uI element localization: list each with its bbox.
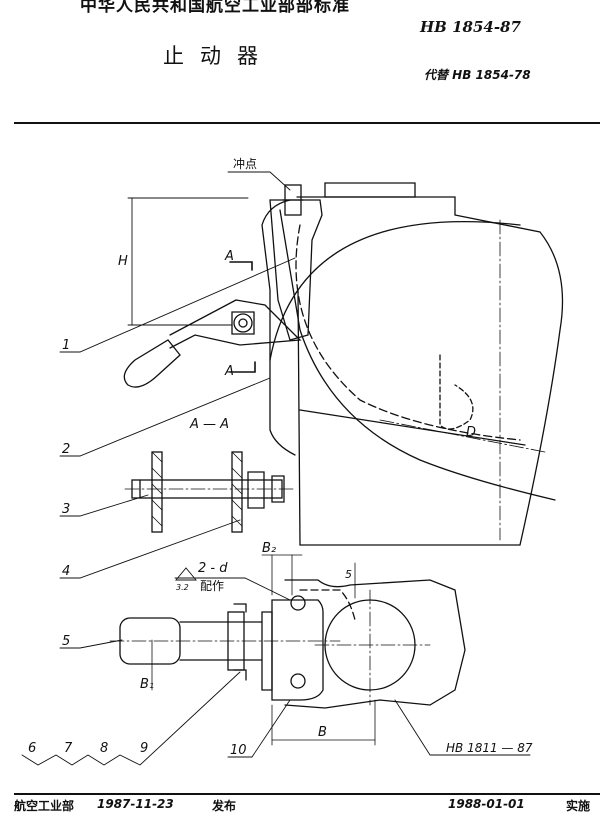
section-plate-left bbox=[151, 451, 163, 533]
dim-b-ext bbox=[271, 699, 376, 746]
label-section-view: A — A bbox=[189, 417, 229, 432]
part-outline bbox=[299, 214, 564, 546]
technical-drawing: 冲点 H A A A — A D B₂ 5 2 - d 3.2 配作 B₁ B … bbox=[21, 156, 564, 766]
footer-effective-label: 实施 bbox=[566, 799, 591, 813]
section-washer bbox=[247, 471, 265, 509]
base-plate-outline bbox=[284, 579, 466, 709]
section-mark-bottom bbox=[229, 361, 256, 373]
callout-7: 7 bbox=[64, 741, 73, 756]
footer-issuer: 航空工业部 bbox=[14, 799, 75, 813]
bracket bbox=[271, 599, 324, 701]
leader-2 bbox=[59, 377, 271, 457]
footer-effective-date: 1988-01-01 bbox=[448, 797, 525, 811]
label-section-top: A bbox=[224, 249, 234, 264]
callout-3: 3 bbox=[62, 502, 70, 517]
leader-ref-std bbox=[394, 699, 531, 756]
section-mark-top bbox=[229, 261, 253, 271]
label-dim-b2: B₂ bbox=[262, 541, 276, 556]
callout-8: 8 bbox=[100, 741, 108, 756]
leader-5 bbox=[59, 639, 123, 649]
latch-plate bbox=[269, 199, 323, 341]
leader-1 bbox=[59, 257, 296, 353]
replaces-standard: 代替 HB 1854-78 bbox=[424, 68, 531, 82]
dim-d-line bbox=[299, 409, 526, 446]
swing-arc-inner bbox=[269, 221, 521, 361]
punch-leader bbox=[227, 171, 291, 191]
label-match-drill: 配作 bbox=[200, 579, 224, 593]
swing-arc-outer bbox=[299, 329, 556, 501]
label-dim-b1: B₁ bbox=[140, 677, 154, 692]
bracket-hole-bottom bbox=[290, 673, 306, 689]
callout-10: 10 bbox=[230, 743, 247, 758]
footer-issue-label: 发布 bbox=[212, 799, 237, 813]
lever-arm bbox=[169, 299, 302, 349]
latch-plate-inner bbox=[279, 209, 301, 331]
handle-shaft bbox=[179, 621, 263, 661]
label-section-bottom: A bbox=[224, 364, 234, 379]
bracket-flange bbox=[261, 611, 273, 691]
label-hole-note: 2 - d bbox=[198, 561, 228, 576]
section-plate-right bbox=[231, 451, 243, 533]
footer-rule bbox=[14, 793, 600, 795]
pivot-pin bbox=[233, 313, 253, 333]
roughness-symbol bbox=[175, 567, 197, 581]
header-rule bbox=[14, 122, 600, 124]
pivot-pin-inner bbox=[238, 318, 248, 328]
callout-5: 5 bbox=[62, 634, 70, 649]
bracket-hole-top bbox=[290, 595, 306, 611]
label-dim-b: B bbox=[318, 725, 327, 740]
lever-handle bbox=[123, 339, 181, 388]
housing-top-block bbox=[324, 182, 416, 198]
dim-b2-ext bbox=[271, 554, 293, 596]
document-title: 止动器 bbox=[163, 44, 274, 68]
leader-10 bbox=[227, 699, 291, 758]
callout-1: 1 bbox=[62, 338, 70, 353]
callout-4: 4 bbox=[62, 564, 70, 579]
callout-2: 2 bbox=[62, 442, 70, 457]
label-roughness: 3.2 bbox=[176, 583, 189, 592]
hole-note-leader bbox=[174, 577, 291, 601]
spring-wire bbox=[261, 199, 296, 456]
callout-6: 6 bbox=[28, 741, 36, 756]
callout-9: 9 bbox=[140, 741, 148, 756]
center-line-diagonal bbox=[379, 419, 546, 453]
section-nut bbox=[139, 475, 285, 503]
pivot-hex bbox=[231, 311, 255, 335]
label-dim-5: 5 bbox=[345, 568, 352, 581]
lever-arm-lower bbox=[169, 299, 237, 336]
bore-center-lines bbox=[314, 589, 431, 706]
leader-6-9 bbox=[21, 671, 241, 766]
footer-issue-date: 1987-11-23 bbox=[97, 797, 174, 811]
housing-top-edge bbox=[296, 196, 456, 216]
collar-nuts bbox=[233, 603, 247, 681]
slot-hidden bbox=[439, 354, 474, 430]
leader-4 bbox=[59, 519, 241, 579]
label-ref-std: HB 1811 — 87 bbox=[446, 741, 533, 755]
organization-title: 中华人民共和国航空工业部部标准 bbox=[80, 0, 350, 16]
swing-arc-hidden bbox=[295, 224, 521, 441]
label-dim-h: H bbox=[118, 254, 128, 269]
base-plate-hidden-top bbox=[299, 589, 356, 621]
standard-number: HB 1854-87 bbox=[420, 18, 521, 36]
label-punch: 冲点 bbox=[233, 156, 257, 171]
label-dim-d: D bbox=[466, 425, 476, 440]
part-left-edge bbox=[297, 289, 301, 546]
leader-3 bbox=[59, 494, 149, 517]
